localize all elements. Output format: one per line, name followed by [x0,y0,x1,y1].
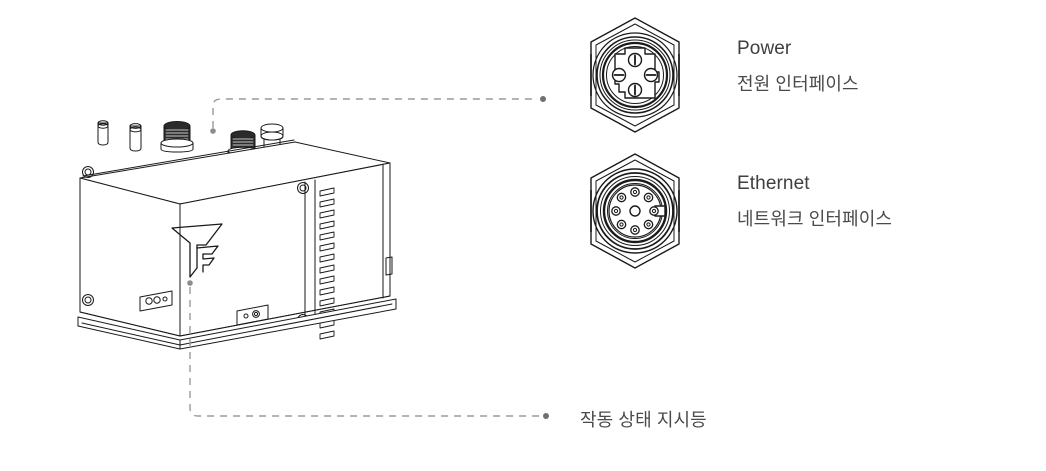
f-triangle-logo [171,223,223,278]
mounting-brackets [139,290,269,326]
callout-ethernet: Ethernet 네트워크 인터페이스 [737,173,892,230]
callout-ethernet-subtitle: 네트워크 인터페이스 [737,208,893,229]
leader-status-end-dot [543,413,549,419]
leader-power-end-dot [540,96,546,102]
power-connector-icon [590,17,680,133]
callout-power-subtitle: 전원 인터페이스 [737,73,859,94]
callout-power: Power 전원 인터페이스 [737,38,859,95]
leader-status [189,287,540,417]
top-connector-3 [160,121,194,153]
leader-power-start-dot [210,128,216,134]
callout-ethernet-title: Ethernet [737,173,810,194]
ethernet-connector-icon [590,153,680,269]
leader-status-start-dot [187,280,193,286]
top-connector-2 [129,123,142,152]
status-indicator-label: 작동 상태 지시등 [580,410,707,430]
callout-power-title: Power [737,38,792,59]
leader-power [212,98,538,128]
top-connector-1 [97,120,109,146]
